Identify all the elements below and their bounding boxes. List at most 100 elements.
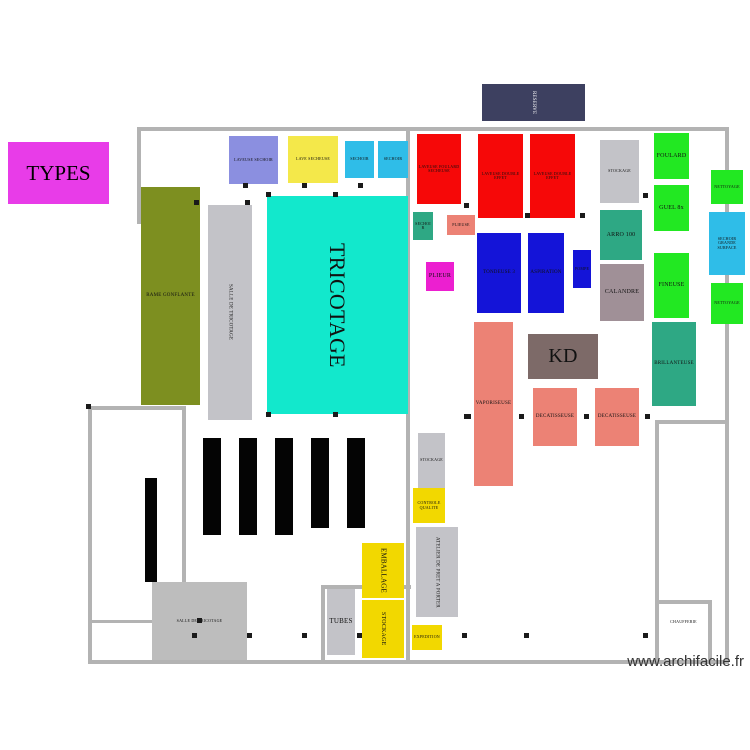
types-legend: TYPES	[8, 142, 109, 204]
tubes-label: TUBES	[329, 617, 353, 626]
expedition-label: EXPEDITION	[414, 634, 440, 640]
tricotage-label: TRICOTAGE	[325, 242, 351, 368]
wall-tubes-vert	[321, 585, 325, 661]
bar-2[interactable]	[239, 438, 257, 535]
expedition[interactable]: EXPEDITION	[412, 625, 442, 650]
reserve-navy[interactable]: RESERVE	[482, 84, 585, 121]
fineuse[interactable]: FINEUSE	[654, 253, 689, 318]
node-u	[302, 633, 307, 638]
watermark: www.archifacile.fr	[627, 653, 744, 670]
foulard[interactable]: FOULARD	[654, 133, 689, 179]
sechoir-grand-sky[interactable]: SECHOIR GRANDE SURFACE	[709, 212, 745, 275]
pret-a-porter[interactable]: ATELIER DE PRET A PORTER	[416, 527, 458, 617]
wall-right-room-t	[655, 600, 659, 662]
plieur[interactable]: PLIEUR	[426, 262, 454, 291]
salle-tricotage[interactable]: SALLE DE TRICOTAGE	[208, 205, 252, 420]
wall-left-join	[88, 406, 186, 410]
wall-right-room-top	[655, 600, 712, 604]
node-a	[194, 200, 199, 205]
bar-5[interactable]	[347, 438, 365, 528]
node-i	[358, 183, 363, 188]
node-w	[462, 633, 467, 638]
sechoir-teal-small-label: SECHOIR	[415, 220, 431, 230]
node-b	[245, 200, 250, 205]
laveuse-double-2[interactable]: LAVEUSE DOUBLE EFFET	[530, 134, 575, 218]
lave-secheuse-label: LAVE SECHEUSE	[296, 156, 330, 162]
vaporiseuse-label: VAPORISEUSE	[475, 401, 512, 407]
arro-100[interactable]: ARRO 100	[600, 210, 642, 260]
gueulse[interactable]: GUEL 8x	[654, 185, 689, 231]
decatisseuse-1[interactable]: DECATISSEUSE	[533, 388, 577, 446]
plieur-label: PLIEUR	[428, 273, 452, 280]
stock-grey-mid-label: STOCKAGE	[420, 457, 443, 463]
aspiration-label: ASPIRATION	[530, 270, 562, 276]
brillanteuse[interactable]: BRILLANTEUSE	[652, 322, 696, 406]
laveuse-double-1-label: LAVEUSE DOUBLE EFFET	[481, 170, 520, 180]
node-f	[333, 412, 338, 417]
calandre[interactable]: CALANDRE	[600, 264, 644, 321]
nettoyage-green-b[interactable]: NETTOYAGE	[711, 283, 743, 324]
tubes[interactable]: TUBES	[327, 589, 355, 655]
node-aa	[86, 404, 91, 409]
wall-right-area-l	[655, 420, 659, 600]
laveuse-foulard-sech[interactable]: LAVEUSE FOULARD SECHEUSE	[417, 134, 461, 204]
node-x	[524, 633, 529, 638]
nettoyage-green-r[interactable]: NETTOYAGE	[711, 170, 743, 204]
stockage-gold-label: STOCKAGE	[380, 612, 387, 646]
calandre-label: CALANDRE	[604, 289, 640, 296]
gueulse-label: GUEL 8x	[659, 204, 684, 211]
vaporiseuse[interactable]: VAPORISEUSE	[474, 322, 513, 486]
laveuse-sechoir[interactable]: LAVEUSE SECHOIR	[229, 136, 278, 184]
rame-gonflante[interactable]: RAME GONFLANTE	[141, 187, 200, 405]
wall-left-upper	[137, 127, 141, 224]
sechoir-1-label: SECHOIR	[350, 156, 369, 162]
decatisseuse-1-label: DECATISSEUSE	[535, 414, 575, 420]
tondeuse-label: TONDEUSE 3	[482, 270, 516, 276]
sechoir-grand-sky-label: SECHOIR GRANDE SURFACE	[717, 236, 737, 250]
wall-top-main	[137, 127, 729, 131]
tricotage[interactable]: TRICOTAGE	[267, 196, 408, 414]
sechoir-2-label: SECHOIR	[383, 156, 403, 162]
salle-tricotage-label: SALLE DE TRICOTAGE	[227, 284, 233, 341]
stockage-gold[interactable]: STOCKAGE	[362, 600, 404, 658]
stock-grey-top[interactable]: STOCKAGE	[600, 140, 639, 203]
node-t	[247, 633, 252, 638]
bar-vert-left[interactable]	[145, 478, 157, 582]
tondeuse[interactable]: TONDEUSE 3	[477, 233, 521, 313]
laveuse-sechoir-label: LAVEUSE SECHOIR	[234, 156, 273, 162]
nettoyage-green-r-label: NETTOYAGE	[714, 183, 740, 189]
node-o	[466, 414, 471, 419]
decatisseuse-2[interactable]: DECATISSEUSE	[595, 388, 639, 446]
laveuse-double-1[interactable]: LAVEUSE DOUBLE EFFET	[478, 134, 523, 218]
node-q	[584, 414, 589, 419]
sechoir-teal-small[interactable]: SECHOIR	[413, 212, 433, 240]
bar-1[interactable]	[203, 438, 221, 535]
plieuse-salmon-label: PLIEUSE	[452, 221, 470, 227]
stock-grey-top-label: STOCKAGE	[608, 168, 631, 174]
node-g	[243, 183, 248, 188]
cha-chier[interactable]: CHAUFFERIE	[663, 606, 704, 639]
lave-secheuse[interactable]: LAVE SECHEUSE	[288, 136, 338, 183]
bar-3[interactable]	[275, 438, 293, 535]
node-h	[302, 183, 307, 188]
bar-4[interactable]	[311, 438, 329, 528]
pompe-blue-small[interactable]: POMPE	[573, 250, 591, 288]
sechoir-2[interactable]: SECHOIR	[378, 141, 408, 178]
decatisseuse-2-label: DECATISSEUSE	[597, 414, 637, 420]
node-l	[580, 213, 585, 218]
wall-right-main	[725, 127, 729, 664]
plieuse-salmon[interactable]: PLIEUSE	[447, 215, 475, 235]
node-p	[519, 414, 524, 419]
control-qualite[interactable]: CONTROLE QUALITE	[413, 488, 445, 523]
wall-lower-left-box-t	[88, 620, 186, 623]
node-e	[266, 412, 271, 417]
node-k	[525, 213, 530, 218]
node-m	[643, 193, 648, 198]
emballage[interactable]: EMBALLAGE	[362, 543, 404, 598]
stock-grey-mid[interactable]: STOCKAGE	[418, 433, 445, 488]
sechoir-1[interactable]: SECHOIR	[345, 141, 374, 178]
kd[interactable]: KD	[528, 334, 598, 379]
aspiration[interactable]: ASPIRATION	[528, 233, 564, 313]
laveuse-double-2-label: LAVEUSE DOUBLE EFFET	[533, 170, 572, 180]
